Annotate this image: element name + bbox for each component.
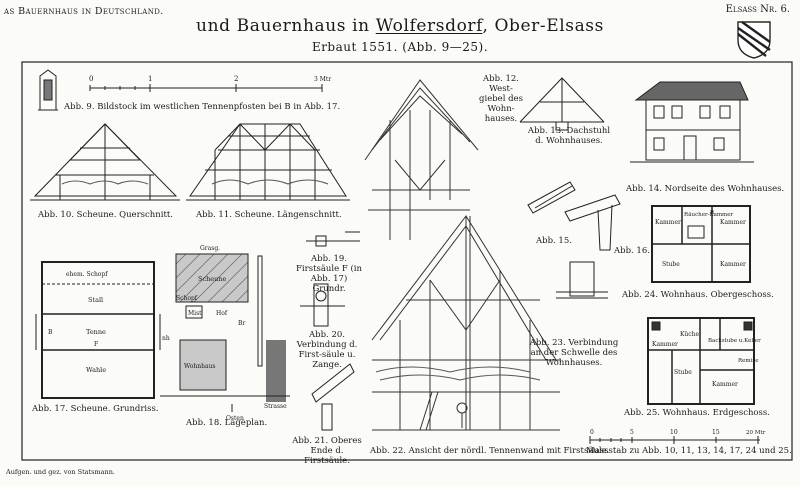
abb21-oberes-ende (311, 363, 355, 431)
caption-abb22: Abb. 22. Ansicht der nördl. Tennenwand m… (370, 446, 610, 456)
caption-abb14: Abb. 14. Nordseite des Wohnhauses. (626, 184, 785, 194)
caption-abb20: Abb. 20. Verbindung d. First-säule u. Za… (296, 330, 358, 370)
label-wohnhaus: Wohnhaus (184, 363, 216, 370)
caption-abb13: Abb. 13. Dachstuhl d. Wohnhauses. (527, 126, 611, 146)
label-tenne: Tenne (86, 328, 106, 336)
caption-abb15: Abb. 15. (536, 236, 572, 246)
abb12-westgiebel (364, 79, 479, 240)
label-schopf: ehem. Schopf (66, 271, 108, 278)
caption-abb19: Abb. 19. Firstsäule F (in Abb. 17) Grund… (296, 254, 362, 294)
label-b: B (48, 329, 53, 336)
abb9-bildstock (38, 69, 58, 111)
title-part-c: , Ober-Elsass (482, 16, 604, 36)
label-wahle: Wahle (86, 366, 106, 374)
series-title: as Bauernhaus in Deutschland. (4, 6, 164, 17)
label-nh: nh (162, 335, 170, 342)
credit-line: Aufgen. und gez. von Statsmann. (6, 468, 115, 476)
abb22-tennenwand (371, 215, 560, 431)
label-stall: Stall (88, 296, 103, 304)
caption-abb10: Abb. 10. Scheune. Querschnitt. (38, 210, 173, 220)
label-stube-24: Stube (662, 261, 680, 268)
abb11-laengenschnitt (186, 123, 350, 201)
caption-abb25: Abb. 25. Wohnhaus. Erdgeschoss. (624, 408, 770, 418)
scale-bottom-tick-4: 20 Mtr (746, 430, 766, 436)
abb19-firstsaeule-grundriss (306, 231, 360, 247)
label-mist: Mist (188, 310, 202, 317)
abb15-detail (527, 181, 576, 214)
label-r: R (710, 210, 715, 216)
label-kammer-24c: Kammer (720, 261, 746, 268)
caption-abb21: Abb. 21. Oberes Ende d. Firstsäule. (292, 436, 362, 466)
page-title: und Bauernhaus in Wolfersdorf, Ober-Elsa… (0, 16, 800, 36)
abb24-obergeschoss (651, 205, 751, 283)
caption-abb18: Abb. 18. Lageplan. (186, 418, 268, 428)
caption-scale: Massstab zu Abb. 10, 11, 13, 14, 17, 24 … (586, 446, 792, 456)
label-backstube: Backstube u.Keller (708, 338, 761, 344)
scale-top-tick-1: 1 (148, 75, 152, 83)
caption-abb23: Abb. 23. Verbindung an der Schwelle des … (529, 338, 619, 368)
abb23-schwelle (556, 261, 608, 299)
label-kammer-25b: Kammer (712, 381, 738, 388)
label-osten: Osten (226, 415, 244, 422)
scale-bottom-tick-3: 15 (712, 429, 720, 436)
label-f: F (94, 341, 98, 348)
label-stube-25: Stube (674, 369, 692, 376)
abb16-detail (564, 194, 621, 251)
scale-bottom-tick-0: 0 (590, 429, 594, 436)
abb25-erdgeschoss (647, 317, 755, 405)
abb13-dachstuhl (519, 77, 605, 131)
scale-top-tick-0: 0 (89, 75, 93, 83)
abb20-verbindung (300, 283, 345, 327)
coat-of-arms-icon (737, 21, 771, 59)
label-schopf2: Schopf (176, 295, 198, 302)
caption-abb11: Abb. 11. Scheune. Längenschnitt. (196, 210, 342, 220)
label-kammer-24a: Kammer (655, 219, 681, 226)
label-strasse: Strasse (264, 403, 287, 410)
label-grasg: Grasg. (200, 245, 220, 252)
label-kuche: Küche (680, 331, 699, 338)
abb17-grundriss (35, 261, 161, 399)
scale-bottom-tick-1: 5 (630, 429, 634, 436)
label-kammer-24b: Kammer (720, 219, 746, 226)
scale-bottom-tick-2: 10 (670, 429, 678, 436)
label-hof: Hof (216, 310, 228, 317)
scale-top (89, 84, 323, 92)
scale-top-tick-3: 3 Mtr (314, 76, 331, 83)
scale-bottom (589, 436, 760, 444)
label-remise: Remise (738, 358, 758, 364)
title-part-a: und Bauernhaus in (196, 16, 376, 36)
scale-top-tick-2: 2 (234, 75, 238, 83)
abb18-lageplan (160, 253, 290, 412)
caption-abb17: Abb. 17. Scheune. Grundriss. (32, 404, 159, 414)
plate-number: Elsass Nr. 6. (725, 4, 790, 15)
title-part-b: Wolfersdorf (375, 16, 483, 36)
abb14-nordseite (630, 81, 754, 163)
label-kammer-25a: Kammer (652, 341, 678, 348)
abb10-querschnitt (30, 123, 180, 201)
label-scheune: Scheune (198, 275, 226, 283)
caption-abb16: Abb. 16. (614, 246, 650, 256)
caption-abb12: Abb. 12. West-giebel des Wohn-hauses. (479, 74, 523, 124)
label-rauchkammer: Räucher-Kammer (684, 212, 734, 218)
page-subtitle: Erbaut 1551. (Abb. 9—25). (311, 40, 489, 54)
label-br: Br (238, 320, 245, 327)
caption-abb24: Abb. 24. Wohnhaus. Obergeschoss. (622, 290, 774, 300)
caption-abb9: Abb. 9. Bildstock im westlichen Tennenpf… (64, 102, 341, 112)
